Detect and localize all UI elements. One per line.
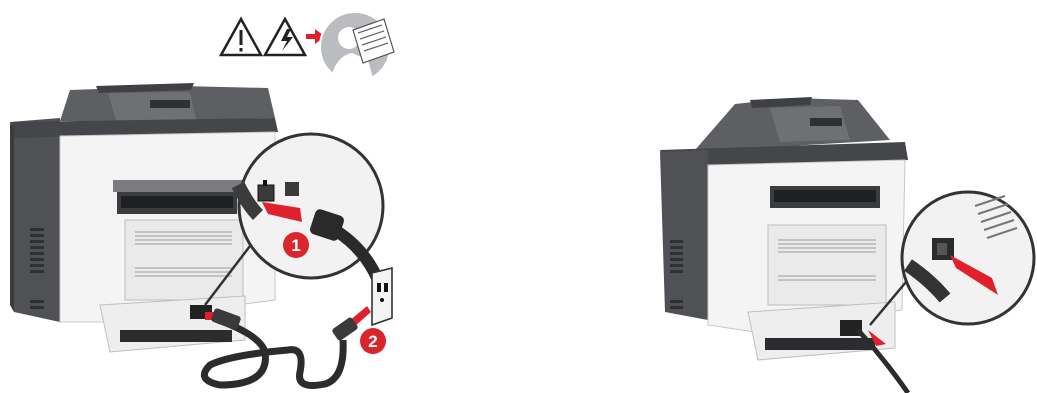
step-2-badge: 2 <box>360 328 386 354</box>
power-switch-figure <box>640 0 1037 393</box>
printer <box>10 83 278 352</box>
printer <box>660 97 908 360</box>
read-manual-icon <box>320 12 394 82</box>
electrical-hazard-icon <box>265 19 305 55</box>
caution-triangle-icon <box>221 19 261 55</box>
step-2-number: 2 <box>368 332 377 351</box>
power-cord-connection-figure: 1 2 <box>0 0 520 393</box>
step-1-number: 1 <box>291 236 300 255</box>
power-cord <box>204 308 358 386</box>
step-1-badge: 1 <box>283 232 309 258</box>
